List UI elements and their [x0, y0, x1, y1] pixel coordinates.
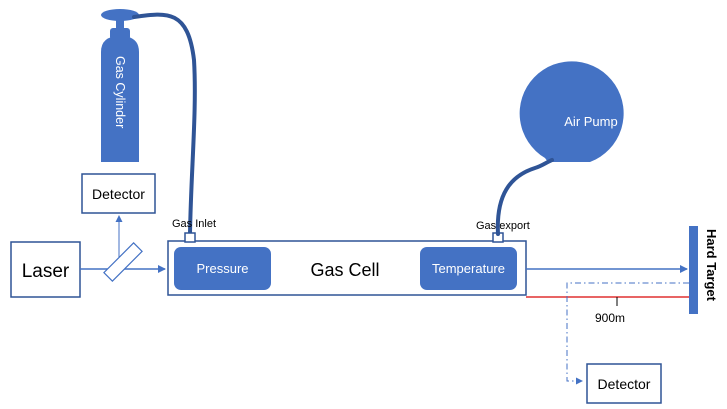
beam-splitter [103, 242, 143, 282]
laser-label: Laser [22, 261, 70, 282]
hard-target-label: Hard Target [704, 229, 719, 302]
laser: Laser [10, 241, 81, 298]
pressure-sensor [174, 247, 271, 290]
export-hose [495, 158, 554, 236]
temperature-label: Temperature [432, 261, 505, 276]
detector-bottom-box [586, 363, 662, 404]
hard-target [689, 226, 698, 314]
distance-label: 900m [595, 311, 625, 325]
detector-bottom: Detector [586, 363, 662, 404]
detector-top-label: Detector [92, 186, 145, 202]
air-pump-body [519, 61, 624, 162]
detector-top-box [81, 173, 156, 214]
air-pump: Air Pump [519, 61, 624, 162]
gas-cylinder: Gas Cylinder [101, 9, 139, 162]
cylinder-valve-knob [101, 9, 139, 21]
gas-cylinder-label: Gas Cylinder [113, 56, 127, 128]
gas-export-label: Gas export [476, 220, 530, 232]
inlet-hose [132, 12, 197, 236]
temperature-sensor [420, 247, 517, 290]
pressure-label: Pressure [196, 261, 248, 276]
air-pump-label: Air Pump [564, 114, 617, 129]
detector-top: Detector [81, 173, 156, 214]
gas-cell: Pressure Gas Cell Temperature [167, 232, 527, 296]
gas-inlet-label: Gas Inlet [172, 218, 216, 230]
cylinder-valve-stem [116, 17, 124, 31]
cylinder-body [101, 36, 139, 162]
gas-cell-label: Gas Cell [310, 260, 379, 280]
gas-inlet-port [184, 232, 196, 243]
detector-bottom-label: Detector [598, 376, 651, 392]
return-beam-path [566, 282, 689, 385]
